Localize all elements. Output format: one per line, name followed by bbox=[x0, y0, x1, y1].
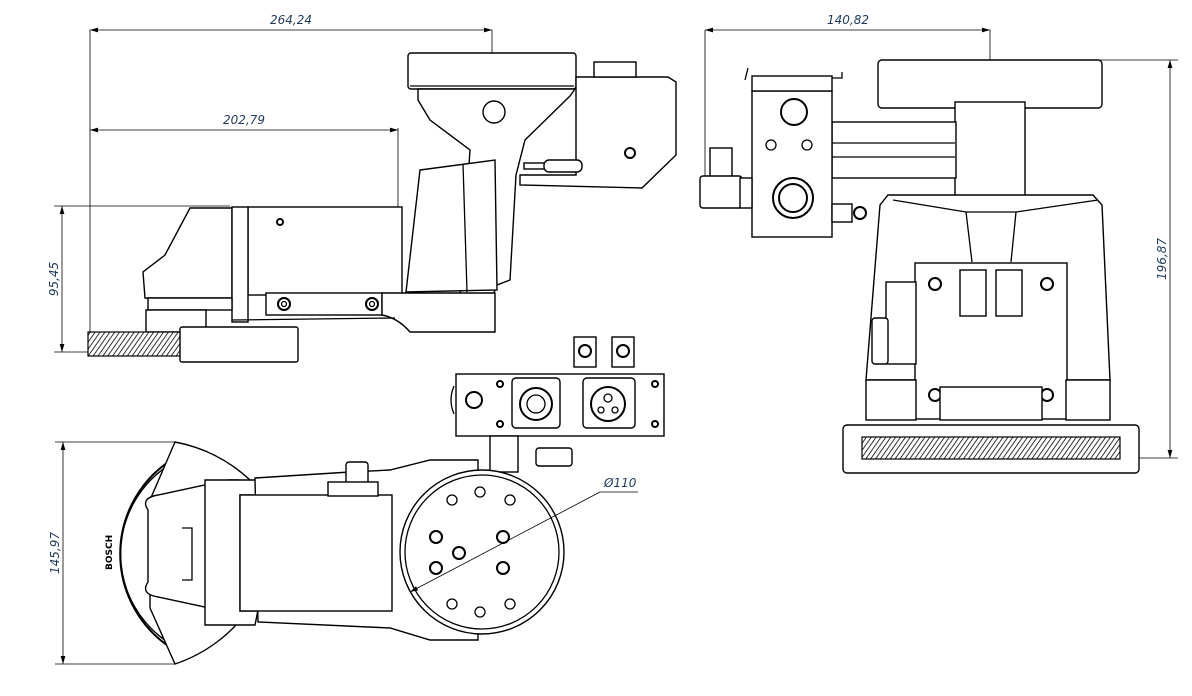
top-view: 145,97 BOSCH Ø110 bbox=[48, 441, 638, 665]
tool-body bbox=[247, 206, 403, 296]
valve-block bbox=[519, 76, 677, 189]
connector-panel bbox=[450, 336, 665, 473]
top-disc bbox=[407, 52, 577, 90]
flange-holes bbox=[429, 486, 516, 618]
adapter-hole bbox=[482, 100, 506, 124]
air-fitting-1 bbox=[573, 336, 597, 368]
side-port bbox=[624, 147, 636, 159]
side-view: 264,24 202,79 95,45 bbox=[47, 13, 677, 363]
brand-label: BOSCH bbox=[105, 535, 115, 570]
mounting-rail bbox=[265, 292, 383, 316]
top-fitting bbox=[593, 61, 637, 78]
side-gland bbox=[885, 281, 917, 365]
dim-label-140: 140,82 bbox=[827, 13, 869, 27]
dimension-tool-length: 202,79 bbox=[90, 113, 399, 210]
front-view: 140,82 196,87 bbox=[699, 13, 1178, 474]
front-top-disc bbox=[877, 59, 1103, 109]
dim-label-145: 145,97 bbox=[48, 532, 62, 574]
dimension-top-width: 145,97 bbox=[48, 441, 175, 665]
column bbox=[954, 101, 1026, 197]
dim-label-264: 264,24 bbox=[270, 13, 312, 27]
dimension-flange-diameter: Ø110 bbox=[409, 476, 638, 593]
pad-guard bbox=[179, 326, 299, 363]
dim-label-196: 196,87 bbox=[1155, 238, 1169, 280]
dim-label-95: 95,45 bbox=[47, 262, 61, 296]
front-connector bbox=[772, 177, 814, 219]
grinder-head bbox=[142, 207, 233, 299]
dim-label-202: 202,79 bbox=[223, 113, 265, 127]
air-fitting-2 bbox=[611, 336, 635, 368]
panel-cable-fitting bbox=[535, 447, 573, 467]
front-sanding-pad bbox=[861, 436, 1121, 460]
dimension-front-height: 196,87 bbox=[1100, 59, 1178, 459]
motor-housing bbox=[405, 159, 498, 293]
dim-label-110: Ø110 bbox=[603, 476, 637, 490]
air-fitting bbox=[709, 147, 733, 179]
sanding-pad bbox=[87, 331, 189, 357]
flange bbox=[399, 469, 565, 635]
dimension-overall-length: 264,24 bbox=[89, 13, 493, 350]
dimension-height: 95,45 bbox=[47, 205, 230, 353]
cable-gland bbox=[543, 159, 583, 173]
front-valve-block bbox=[751, 90, 833, 238]
